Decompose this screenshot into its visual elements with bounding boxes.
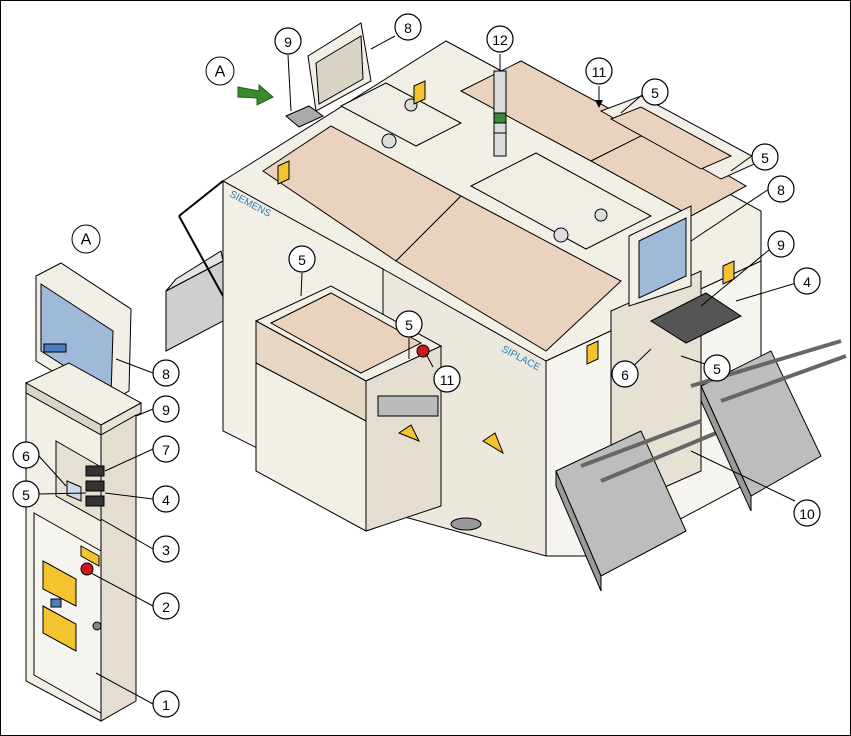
callout-9: 9 — [275, 28, 301, 54]
view-label-top-text: A — [215, 64, 226, 81]
callout-7: 7 — [153, 436, 179, 462]
callout-number: 12 — [492, 32, 508, 48]
callout-number: 4 — [162, 492, 170, 508]
callout-6: 6 — [13, 442, 39, 468]
callout-6: 6 — [612, 361, 638, 387]
callout-number: 5 — [713, 361, 721, 377]
callout-number: 5 — [22, 487, 30, 503]
callout-9: 9 — [768, 231, 794, 257]
callout-8: 8 — [153, 360, 179, 386]
view-label-left-text: A — [81, 232, 92, 249]
callout-5: 5 — [752, 144, 778, 170]
callout-5: 5 — [396, 311, 422, 337]
callout-5: 5 — [289, 246, 315, 272]
callout-number: 4 — [803, 274, 811, 290]
callout-8: 8 — [395, 14, 421, 40]
callout-number: 11 — [440, 372, 455, 388]
callout-number: 11 — [592, 64, 607, 80]
callout-4: 4 — [153, 486, 179, 512]
view-label-left: A — [72, 225, 100, 253]
callout-number: 9 — [777, 237, 785, 253]
placement-machine: SIEMENS SIPLACE — [166, 23, 846, 591]
callout-number: 5 — [651, 85, 659, 101]
callout-5: 5 — [13, 481, 39, 507]
callout-number: 5 — [405, 317, 413, 333]
callout-number: 8 — [777, 182, 785, 198]
operator-console — [26, 263, 141, 721]
callout-12: 12 — [487, 26, 513, 52]
callout-number: 6 — [22, 448, 30, 464]
callout-number: 10 — [799, 506, 815, 522]
callout-number: 2 — [162, 599, 170, 615]
callout-number: 7 — [162, 442, 170, 458]
callout-number: 9 — [162, 402, 170, 418]
callout-3: 3 — [153, 536, 179, 562]
callout-2: 2 — [153, 593, 179, 619]
callout-number: 1 — [162, 697, 170, 713]
callout-5: 5 — [704, 355, 730, 381]
view-direction-arrow — [238, 85, 273, 105]
callout-number: 8 — [162, 366, 170, 382]
callout-10: 10 — [794, 500, 820, 526]
callout-number: 9 — [284, 34, 292, 50]
callout-11: 11 — [434, 366, 460, 392]
callout-8: 8 — [768, 176, 794, 202]
callout-number: 5 — [761, 150, 769, 166]
callout-5: 5 — [642, 79, 668, 105]
callout-9: 9 — [153, 396, 179, 422]
callout-4: 4 — [794, 268, 820, 294]
view-label-top: A — [206, 57, 234, 85]
callout-number: 3 — [162, 542, 170, 558]
callout-number: 5 — [298, 252, 306, 268]
callout-11: 11 — [586, 58, 612, 84]
callout-1: 1 — [153, 691, 179, 717]
callout-number: 6 — [621, 367, 629, 383]
callout-number: 8 — [404, 20, 412, 36]
